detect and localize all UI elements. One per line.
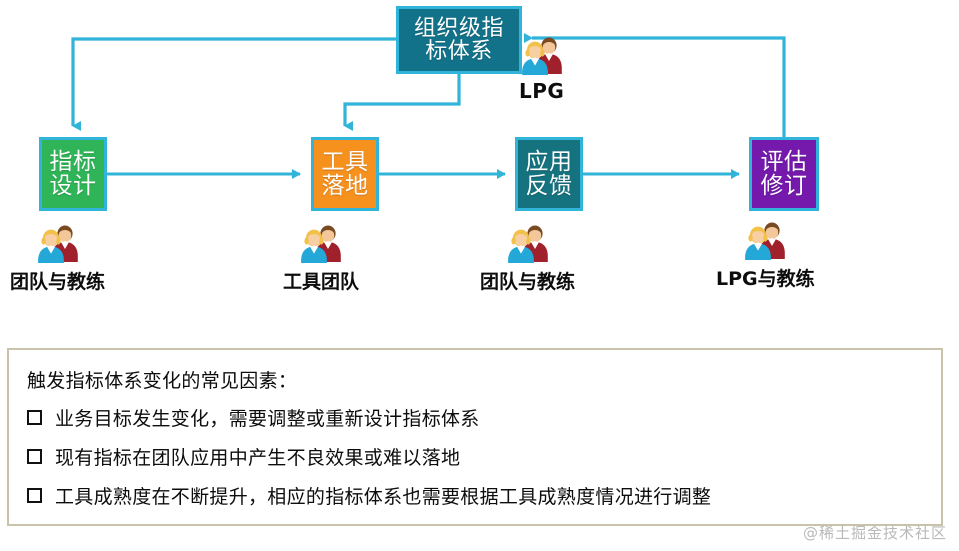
note-box: 触发指标体系变化的常见因素： 业务目标发生变化，需要调整或重新设计指标体系 现有…: [7, 348, 943, 526]
node-line: 反馈: [525, 173, 573, 199]
actor-tool-team: 工具团队: [283, 224, 359, 294]
actor-label: LPG: [519, 79, 565, 103]
actor-team-and-coach-design: 团队与教练: [10, 224, 105, 294]
node-application-feedback[interactable]: 应用 反馈: [515, 137, 583, 211]
connector-top-to-design: [71, 37, 396, 131]
node-line: 评估: [760, 148, 808, 175]
node-line: 修订: [760, 173, 808, 199]
note-bullet-text: 业务目标发生变化，需要调整或重新设计指标体系: [55, 408, 480, 430]
node-assessment-revision[interactable]: 评估 修订: [749, 137, 819, 211]
node-line: 应用: [525, 148, 573, 175]
connector-assess-to-top: [524, 33, 786, 137]
note-bullet-list: 业务目标发生变化，需要调整或重新设计指标体系 现有指标在团队应用中产生不良效果或…: [27, 404, 923, 509]
two-people-icon: [37, 225, 78, 263]
two-people-icon: [521, 37, 562, 75]
watermark: @稀土掘金技术社区: [802, 524, 947, 542]
actor-label: 团队与教练: [480, 271, 576, 293]
square-bullet-icon: [27, 449, 42, 464]
note-bullet-item: 业务目标发生变化，需要调整或重新设计指标体系: [27, 404, 923, 431]
node-line: 指标: [49, 148, 97, 175]
node-organizational-metric-system[interactable]: 组织级指 标体系: [396, 6, 522, 74]
connector-top-to-tool: [343, 74, 461, 131]
square-bullet-icon: [27, 410, 42, 425]
node-line: 落地: [321, 173, 369, 199]
note-bullet-text: 现有指标在团队应用中产生不良效果或难以落地: [55, 447, 461, 469]
node-line: 设计: [49, 173, 97, 199]
actor-label: LPG与教练: [716, 268, 815, 290]
square-bullet-icon: [27, 488, 42, 503]
actor-lpg: LPG: [519, 36, 564, 103]
two-people-icon: [507, 225, 548, 263]
two-people-icon: [301, 225, 341, 263]
note-bullet-item: 现有指标在团队应用中产生不良效果或难以落地: [27, 443, 923, 470]
note-bullet-text: 工具成熟度在不断提升，相应的指标体系也需要根据工具成熟度情况进行调整: [55, 486, 712, 508]
actor-lpg-and-coach: LPG与教练: [716, 221, 815, 291]
node-tool-landing[interactable]: 工具 落地: [311, 137, 379, 211]
node-line: 标体系: [425, 39, 493, 64]
actor-team-and-coach-apply: 团队与教练: [480, 224, 575, 294]
actor-label: 团队与教练: [10, 271, 106, 293]
node-line: 工具: [321, 148, 369, 175]
node-metric-design[interactable]: 指标 设计: [39, 137, 107, 211]
note-bullet-item: 工具成熟度在不断提升，相应的指标体系也需要根据工具成熟度情况进行调整: [27, 482, 923, 509]
actor-label: 工具团队: [283, 271, 360, 293]
two-people-icon: [745, 222, 786, 260]
note-title: 触发指标体系变化的常见因素：: [27, 370, 298, 392]
node-line: 组织级指: [413, 15, 504, 41]
